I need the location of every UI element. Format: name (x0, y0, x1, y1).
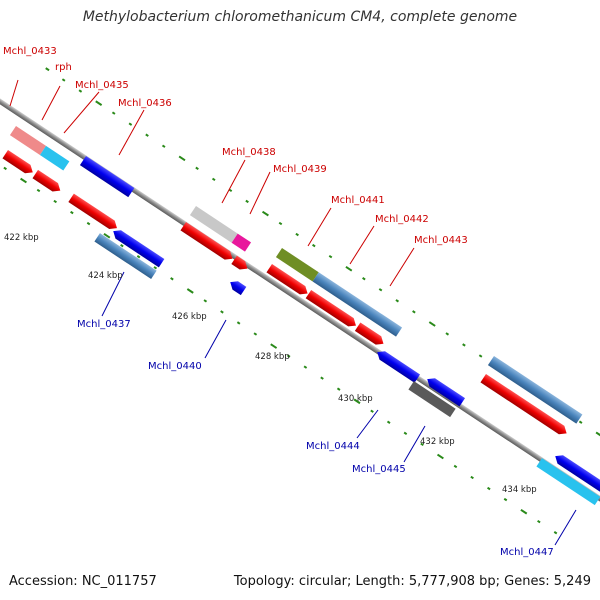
gene-arrow (266, 264, 308, 295)
gene-label[interactable]: Mchl_0444 (306, 441, 360, 452)
genome-backbone (0, 93, 600, 507)
gene-feature (9, 126, 47, 156)
scale-label: 432 kbp (420, 437, 455, 447)
gene-feature (275, 247, 319, 282)
gene-label[interactable]: Mchl_0445 (352, 464, 406, 475)
gene-arrow (480, 374, 567, 435)
forward-strand-genes (2, 126, 583, 435)
gene-label[interactable]: Mchl_0433 (3, 46, 57, 57)
gene-label[interactable]: Mchl_0447 (500, 547, 554, 558)
gene-arrow (231, 255, 248, 270)
gene-label[interactable]: Mchl_0435 (75, 80, 129, 91)
gene-label[interactable]: rph (55, 62, 72, 73)
gene-label[interactable]: Mchl_0438 (222, 147, 276, 158)
leader-lines (9, 79, 577, 546)
gene-feature (94, 233, 157, 280)
scale-label: 430 kbp (338, 394, 373, 404)
gene-label[interactable]: Mchl_0442 (375, 214, 429, 225)
scale-label: 426 kbp (172, 312, 207, 322)
accession-text: Accession: NC_011757 (9, 574, 157, 589)
gene-feature (79, 156, 135, 198)
gene-arrow (230, 281, 247, 296)
gene-feature (39, 145, 70, 171)
gene-label[interactable]: Mchl_0441 (331, 195, 385, 206)
gene-arrow (427, 378, 466, 407)
gene-arrow (354, 322, 384, 345)
gene-arrow (32, 169, 61, 192)
scale-label: 424 kbp (88, 271, 123, 281)
gene-arrow (180, 222, 233, 260)
gene-feature (231, 233, 252, 252)
genome-summary-text: Topology: circular; Length: 5,777,908 bp… (233, 574, 591, 589)
gene-label[interactable]: Mchl_0436 (118, 98, 172, 109)
scale-label: 422 kbp (4, 233, 39, 243)
gene-label[interactable]: Mchl_0443 (414, 235, 468, 246)
gene-feature (408, 381, 456, 418)
gene-arrow (377, 351, 421, 383)
scale-label: 434 kbp (502, 485, 537, 495)
gene-arrow (113, 230, 165, 268)
gene-feature (189, 206, 238, 243)
reverse-strand-genes (94, 230, 600, 506)
gene-label[interactable]: Mchl_0440 (148, 361, 202, 372)
gene-arrow (2, 150, 33, 174)
scale-label: 428 kbp (255, 352, 290, 362)
genome-title: Methylobacterium chloromethanicum CM4, c… (82, 9, 518, 25)
gene-arrow (305, 289, 356, 327)
gene-label[interactable]: Mchl_0437 (77, 319, 131, 330)
gene-label[interactable]: Mchl_0439 (273, 164, 327, 175)
gene-feature (487, 356, 583, 424)
gene-feature (312, 272, 403, 337)
gene-feature (536, 458, 600, 506)
gene-arrow (68, 193, 117, 229)
gene-arrow (555, 455, 600, 494)
